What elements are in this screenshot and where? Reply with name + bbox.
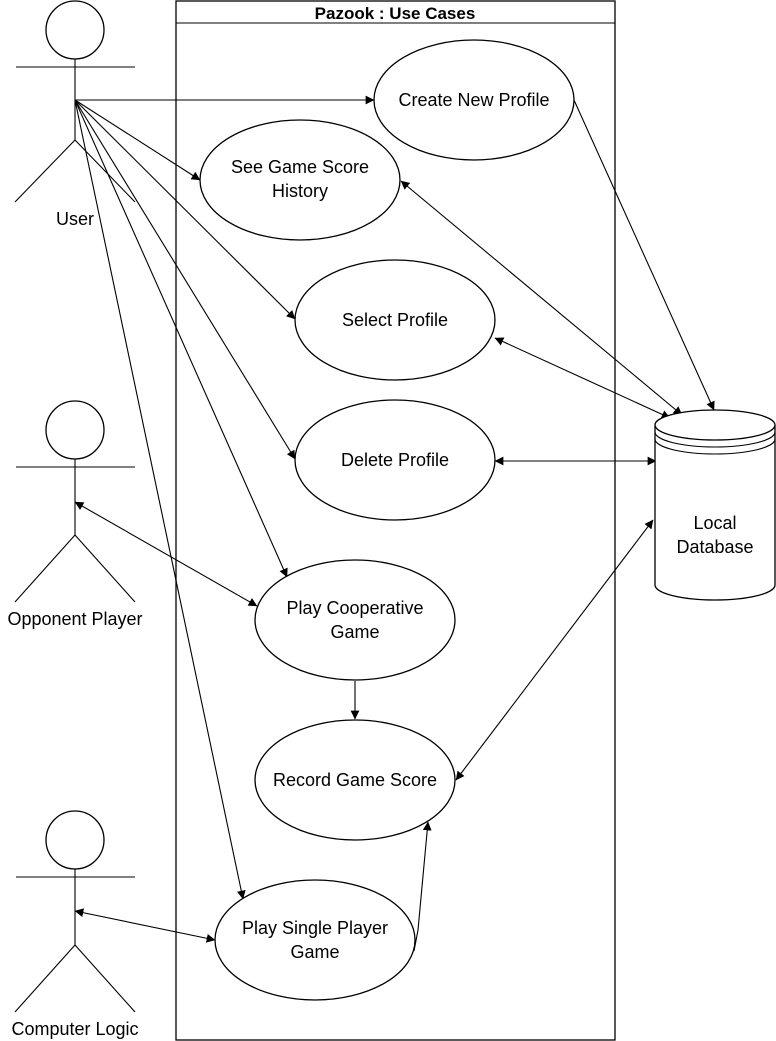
assoc-user-single-game: [74, 99, 246, 900]
actor-opponent-label: Opponent Player: [7, 609, 142, 629]
connections: [74, 95, 715, 952]
database-label-line1: Local: [693, 513, 736, 533]
select-profile-label: Select Profile: [342, 310, 448, 330]
database-cylinder: Local Database: [654, 409, 776, 601]
single-game-label-line2: Game: [290, 942, 339, 962]
use-case-score-history: See Game Score History: [199, 119, 401, 241]
link-select-profile-database: [494, 337, 671, 419]
score-history-label-line1: See Game Score: [231, 157, 369, 177]
actor-user: User: [14, 0, 136, 229]
actor-computer-logic: Computer Logic: [11, 810, 139, 1039]
assoc-user-select-profile: [74, 99, 296, 320]
assoc-user-score-history: [74, 99, 201, 181]
use-case-delete-profile: Delete Profile: [294, 399, 496, 521]
link-record-score-database: [455, 519, 654, 781]
assoc-user-coop-game: [74, 99, 288, 578]
actor-opponent-player: Opponent Player: [7, 400, 143, 629]
assoc-opponent-coop-game: [74, 501, 258, 607]
use-case-record-score: Record Game Score: [254, 719, 456, 841]
use-case-coop-game: Play Cooperative Game: [254, 559, 456, 681]
assoc-computer-single-game: [74, 908, 216, 943]
score-history-label-line2: History: [272, 181, 328, 201]
actor-user-label: User: [56, 209, 94, 229]
use-case-select-profile: Select Profile: [294, 259, 496, 381]
single-game-label-line1: Play Single Player: [242, 918, 388, 938]
coop-game-label-line2: Game: [330, 622, 379, 642]
coop-game-label-line1: Play Cooperative: [286, 598, 423, 618]
system-title: Pazook : Use Cases: [315, 4, 476, 23]
delete-profile-label: Delete Profile: [341, 450, 449, 470]
assoc-user-delete-profile: [74, 99, 296, 460]
use-case-create-profile: Create New Profile: [373, 39, 575, 161]
use-case-single-game: Play Single Player Game: [214, 879, 416, 1001]
record-score-label: Record Game Score: [273, 770, 437, 790]
database-label-line2: Database: [676, 537, 753, 557]
actor-computer-label: Computer Logic: [11, 1019, 138, 1039]
create-profile-label: Create New Profile: [398, 90, 549, 110]
